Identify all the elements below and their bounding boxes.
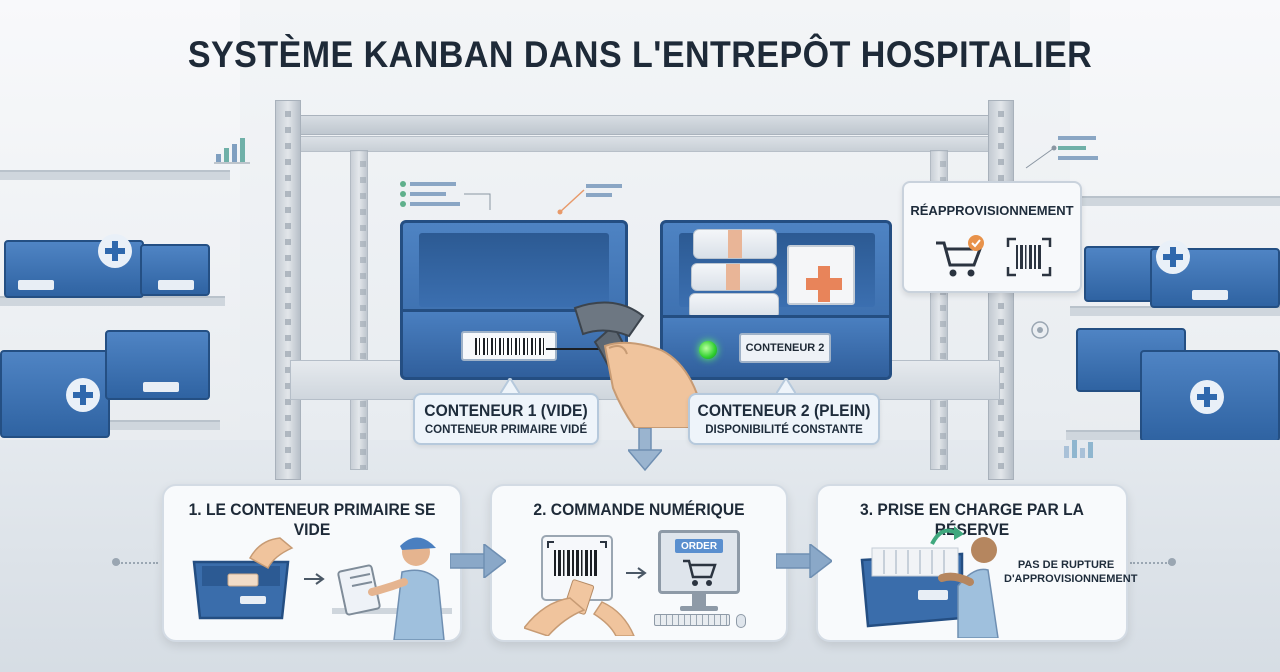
- keyboard: [654, 614, 730, 626]
- container-2-full-bin: CONTENEUR 2: [660, 220, 892, 380]
- medical-cross-icon: [1190, 380, 1224, 414]
- step-2-card: 2. COMMANDE NUMÉRIQUE ORDER: [490, 484, 788, 642]
- status-led-icon: [699, 341, 717, 359]
- left-bin-4: [105, 330, 210, 400]
- container-2-label: CONTENEUR 2: [739, 333, 831, 363]
- refill-bin-icon: [860, 526, 999, 638]
- step-1-title: 1. LE CONTENEUR PRIMAIRE SE VIDE: [188, 500, 436, 539]
- computer-monitor: ORDER: [658, 530, 740, 594]
- rack-post-left: [275, 100, 301, 480]
- scan-line: [546, 348, 602, 350]
- callout-container-2-title: CONTENEUR 2 (PLEIN): [697, 401, 871, 420]
- order-label: ORDER: [675, 539, 723, 553]
- step-1-card: 1. LE CONTENEUR PRIMAIRE SE VIDE: [162, 484, 462, 642]
- cart-check-icon: [936, 235, 984, 277]
- flow-arrow-icon: [450, 544, 506, 578]
- callout-container-2: CONTENEUR 2 (PLEIN) DISPONIBILITÉ CONSTA…: [688, 393, 880, 445]
- emptying-bin-icon: [192, 537, 294, 620]
- medical-cross-icon: [98, 234, 132, 268]
- replenishment-label: RÉAPPROVISIONNEMENT: [910, 203, 1074, 218]
- bar-chart-icon: [214, 138, 250, 164]
- red-cross-icon: [806, 266, 842, 302]
- step-2-title: 2. COMMANDE NUMÉRIQUE: [533, 500, 745, 519]
- callout-container-1-title: CONTENEUR 1 (VIDE): [424, 401, 588, 420]
- connector-line: [118, 562, 158, 564]
- rack-post-back-left: [350, 150, 368, 470]
- step-3-card: 3. PRISE EN CHARGE PAR LA RÉSERVE PAS DE…: [816, 484, 1138, 642]
- worker-icon: [332, 537, 452, 640]
- small-right-arrow-icon: [626, 567, 647, 579]
- small-right-arrow-icon: [304, 573, 325, 585]
- step-3-title: 3. PRISE EN CHARGE PAR LA RÉSERVE: [860, 500, 1084, 539]
- medical-cross-icon: [66, 378, 100, 412]
- right-bin-2: [1150, 248, 1280, 308]
- bar-chart-icon: [1064, 440, 1093, 458]
- list-lines-icon: [400, 181, 491, 210]
- cloud-gear-icon: [1031, 321, 1049, 339]
- replenishment-panel: RÉAPPROVISIONNEMENT: [902, 181, 1082, 293]
- list-lines-icon: [1025, 136, 1098, 169]
- right-shelf-top: [1080, 196, 1280, 206]
- list-lines-icon: [557, 184, 622, 215]
- flow-arrow-icon: [776, 544, 832, 578]
- callout-container-1-subtitle: CONTENEUR PRIMAIRE VIDÉ: [424, 424, 588, 436]
- page-title: SYSTÈME KANBAN DANS L'ENTREPÔT HOSPITALI…: [187, 34, 1093, 75]
- mouse: [736, 614, 746, 628]
- barcode-scanner-icon: [573, 301, 699, 428]
- barcode-scan-icon: [1006, 237, 1052, 277]
- rack-top-beam: [300, 115, 1000, 135]
- left-shelf-top: [0, 170, 230, 180]
- connector-line: [1130, 562, 1170, 564]
- callout-pointer: [500, 378, 520, 394]
- barcode-label: [461, 331, 557, 361]
- callout-container-1: CONTENEUR 1 (VIDE) CONTENEUR PRIMAIRE VI…: [413, 393, 599, 445]
- barcode-card-icon: [524, 535, 635, 636]
- callout-pointer: [776, 378, 796, 394]
- medical-cross-icon: [1156, 240, 1190, 274]
- rack-back-beam: [300, 136, 990, 152]
- left-shelf-bottom: [0, 420, 220, 430]
- left-bin-2: [140, 244, 210, 296]
- container-1-empty-bin: [400, 220, 628, 380]
- down-arrow-icon: [628, 428, 662, 472]
- callout-container-2-subtitle: DISPONIBILITÉ CONSTANTE: [705, 424, 863, 436]
- no-stockout-note: PAS DE RUPTURE D'APPROVISIONNEMENT: [1004, 559, 1138, 585]
- cart-icon: [683, 559, 717, 586]
